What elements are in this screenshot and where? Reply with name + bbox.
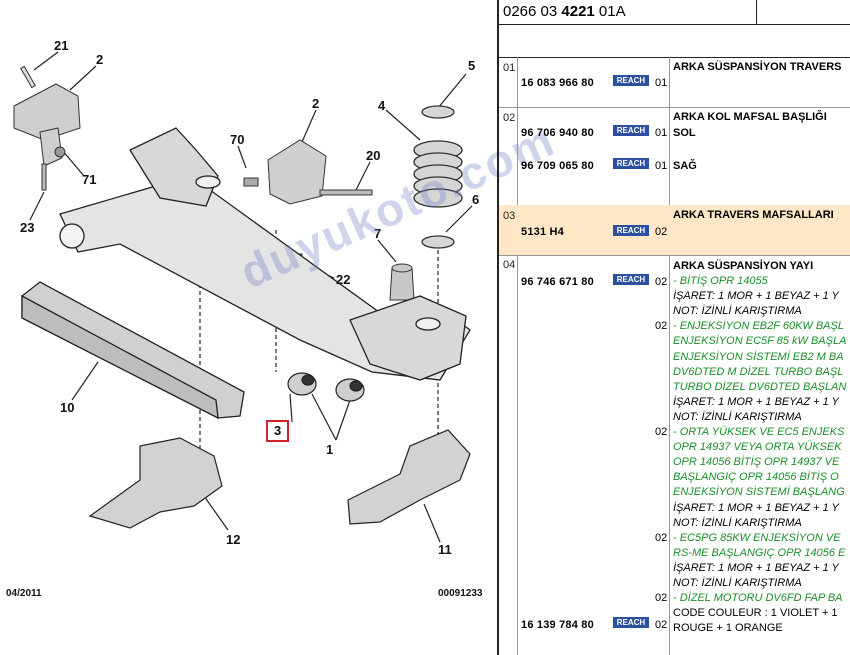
part-number[interactable]: 96 746 671 80 xyxy=(521,276,594,288)
note-line: TURBO DİZEL DV6DTED BAŞLAN xyxy=(673,380,847,393)
note-line: ROUGE + 1 ORANGE xyxy=(673,622,783,635)
callout-2-mid: 2 xyxy=(312,96,320,111)
callout-3-highlighted[interactable]: 3 xyxy=(266,420,290,442)
reference-number: 0266 03 4221 01A xyxy=(503,3,626,20)
part-row-02[interactable]: 02 96 706 940 80 REACH 01 ARKA KOL MAFSA… xyxy=(499,107,850,206)
reach-badge: REACH xyxy=(613,158,649,169)
callout-11: 11 xyxy=(438,542,452,557)
note-line: NOT: İZİNLİ KARIŞTIRMA xyxy=(673,516,802,529)
note-line: İŞARET: 1 MOR + 1 BEYAZ + 1 Y xyxy=(673,561,839,574)
note-line: - BİTİŞ OPR 14055 xyxy=(673,275,768,287)
callout-5: 5 xyxy=(468,58,476,73)
note-line: İŞARET: 1 MOR + 1 BEYAZ + 1 Y xyxy=(673,290,839,303)
part-number[interactable]: 16 139 784 80 xyxy=(521,619,594,631)
reach-badge: REACH xyxy=(613,274,649,285)
exploded-diagram: 21 2 5 2 4 70 20 71 23 6 7 22 10 3 1 12 … xyxy=(6,38,563,599)
note-line: ENJEKSİYON SİSTEMİ BAŞLANG xyxy=(673,486,845,499)
note-line: OPR 14937 VEYA ORTA YÜKSEK xyxy=(673,441,842,454)
part-row-04[interactable]: 04 96 746 671 80 REACH 02 ARKA SÜSPANSİY… xyxy=(503,259,847,635)
note-line: NOT: İZİNLİ KARIŞTIRMA xyxy=(673,577,802,589)
note-line: NOT: İZİNLİ KARIŞTIRMA xyxy=(673,305,802,318)
part-number[interactable]: 96 709 065 80 xyxy=(521,160,594,172)
note-line: - EC5PG 85KW ENJEKSİYON VE xyxy=(673,531,841,544)
callout-22: 22 xyxy=(336,272,351,287)
diagram-code: 00091233 xyxy=(438,588,483,599)
note-qty: 02 xyxy=(655,320,668,333)
callout-21: 21 xyxy=(54,38,69,53)
callout-7: 7 xyxy=(374,226,382,241)
callout-6: 6 xyxy=(472,192,480,207)
note-line: NOT: İZİNLİ KARIŞTIRMA xyxy=(673,410,802,423)
note-line: İŞARET: 1 MOR + 1 BEYAZ + 1 Y xyxy=(673,501,839,514)
note-qty: 02 xyxy=(655,531,668,544)
diagram-date: 04/2011 xyxy=(6,588,42,599)
header-band xyxy=(499,25,850,58)
part-number[interactable]: 96 706 940 80 xyxy=(521,127,594,139)
note-line: İŞARET: 1 MOR + 1 BEYAZ + 1 Y xyxy=(673,395,839,408)
callout-2-left: 2 xyxy=(96,52,104,67)
part-row-01[interactable]: 01 16 083 966 80 REACH 01 ARKA SÜSPANSİY… xyxy=(499,57,850,108)
note-qty: 02 xyxy=(655,592,668,605)
callout-4: 4 xyxy=(378,98,386,113)
diagram-drawing xyxy=(13,51,473,543)
note-line: - DİZEL MOTORU DV6FD FAP BA xyxy=(673,592,843,605)
callout-1: 1 xyxy=(326,442,334,457)
note-line: - ORTA YÜKSEK VE EC5 ENJEKS xyxy=(673,426,845,438)
reach-badge: REACH xyxy=(613,75,649,86)
note-line: CODE COULEUR : 1 VIOLET + 1 xyxy=(673,607,838,620)
note-line: DV6DTED M DİZEL TURBO BAŞL xyxy=(673,365,844,378)
callout-23: 23 xyxy=(20,220,35,235)
note-line: OPR 14056 BİTİŞ OPR 14937 VE xyxy=(673,456,840,469)
note-line: ENJEKSİYON EC5F 85 kW BAŞLA xyxy=(673,335,847,348)
part-number[interactable]: 16 083 966 80 xyxy=(521,77,594,89)
parts-table: 0266 03 4221 01A 01 16 083 966 80 REACH … xyxy=(497,0,850,655)
callout-71: 71 xyxy=(82,172,97,187)
callout-70: 70 xyxy=(230,132,245,147)
callout-12: 12 xyxy=(226,532,241,547)
note-line: ENJEKSİYON SİSTEMİ EB2 M BA xyxy=(673,350,844,363)
callout-20: 20 xyxy=(366,148,381,163)
note-line: - ENJEKSİYON EB2F 60KW BAŞL xyxy=(673,320,844,333)
reach-badge: REACH xyxy=(613,225,649,236)
callout-10: 10 xyxy=(60,400,75,415)
note-line: BAŞLANGIÇ OPR 14056 BİTİŞ O xyxy=(673,471,839,484)
part-row-03[interactable]: 03 5131 H4 REACH 02 ARKA TRAVERS MAFSALL… xyxy=(499,205,850,256)
reference-header: 0266 03 4221 01A xyxy=(499,0,850,25)
reach-badge: REACH xyxy=(613,617,649,628)
note-line: RS-ME BAŞLANGIÇ OPR 14056 E xyxy=(673,546,846,559)
note-qty: 02 xyxy=(655,426,668,438)
reach-badge: REACH xyxy=(613,125,649,136)
part-number[interactable]: 5131 H4 xyxy=(521,226,564,238)
